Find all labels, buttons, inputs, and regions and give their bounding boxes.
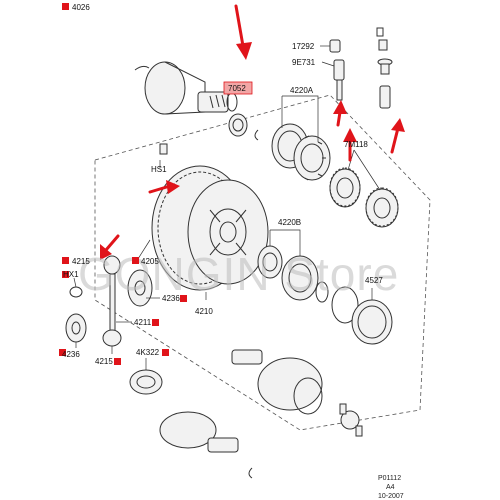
label-4236b: 4236: [62, 350, 80, 359]
pinion-gear-4215-bottom: [102, 329, 122, 347]
highlight-arrow-pinion: [100, 234, 120, 260]
label-4K322: 4K322: [136, 348, 160, 357]
label-4236a: 4236: [162, 294, 180, 303]
tripod-spider: [339, 403, 363, 437]
label-9E731: 9E731: [292, 58, 316, 67]
marker-4205: [132, 257, 139, 264]
footer-date: 10-2007: [378, 493, 404, 500]
footer-ref: P01112: [378, 475, 401, 482]
marker-4K322: [162, 349, 169, 356]
speedometer-gear-a: [329, 167, 361, 208]
watermark: GONGIN Store: [78, 248, 399, 300]
leader-4220A: [281, 95, 319, 142]
seal-7052: [228, 113, 248, 137]
sensor-assembly: [329, 39, 345, 101]
bolt-HS1: [159, 143, 168, 155]
leader-HX1: [73, 277, 77, 288]
label-4220B: 4220B: [278, 218, 301, 227]
highlight-arrow-sensor: [333, 100, 347, 127]
label-7052: 7052: [228, 84, 246, 93]
cv-joint-right: [231, 349, 323, 415]
label-4205: 4205: [141, 257, 159, 266]
label-7M118: 7M118: [344, 140, 368, 149]
snap-ring-small: [254, 129, 259, 141]
highlight-box-7052: [223, 81, 253, 95]
highlight-arrow-right: [390, 118, 405, 154]
bearing-4220B: [257, 245, 319, 301]
marker-4236a: [180, 295, 187, 302]
snap-ring-bottom: [248, 467, 253, 479]
ring-gear-4210: [151, 165, 269, 291]
output-shaft-top: [134, 61, 238, 115]
label-17292: 17292: [292, 42, 315, 51]
label-4210: 4210: [195, 307, 213, 316]
label-4220A: 4220A: [290, 86, 314, 95]
speedometer-gear-b: [365, 187, 399, 228]
marker-HX1: [62, 271, 69, 278]
label-4215a: 4215: [72, 257, 90, 266]
bushing-4K322: [129, 369, 163, 395]
highlight-arrow-gear: [343, 128, 357, 162]
label-4026: 4026: [72, 3, 90, 12]
side-gear-4236-top: [127, 269, 153, 307]
cv-joint-left: [159, 411, 239, 453]
leader-9E731: [321, 61, 335, 67]
leader-4220B: [269, 229, 301, 256]
label-4215b: 4215: [95, 357, 113, 366]
bearing-4220A: [271, 123, 331, 181]
marker-4236b: [59, 349, 66, 356]
marker-4215b: [114, 358, 121, 365]
marker-4215a: [62, 257, 69, 264]
side-gear-4236-bottom: [65, 313, 87, 343]
footer-size: A4: [386, 484, 395, 491]
label-HS1: HS1: [151, 165, 167, 174]
label-4527: 4527: [365, 276, 383, 285]
highlight-arrow-7052: [234, 4, 252, 60]
label-HX1: HX1: [63, 270, 79, 279]
marker-4211: [152, 319, 159, 326]
driven-gear-shaft: [376, 27, 393, 109]
label-4211: 4211: [134, 318, 152, 327]
highlight-arrow-ring: [148, 180, 180, 194]
marker-4026: [62, 3, 69, 10]
